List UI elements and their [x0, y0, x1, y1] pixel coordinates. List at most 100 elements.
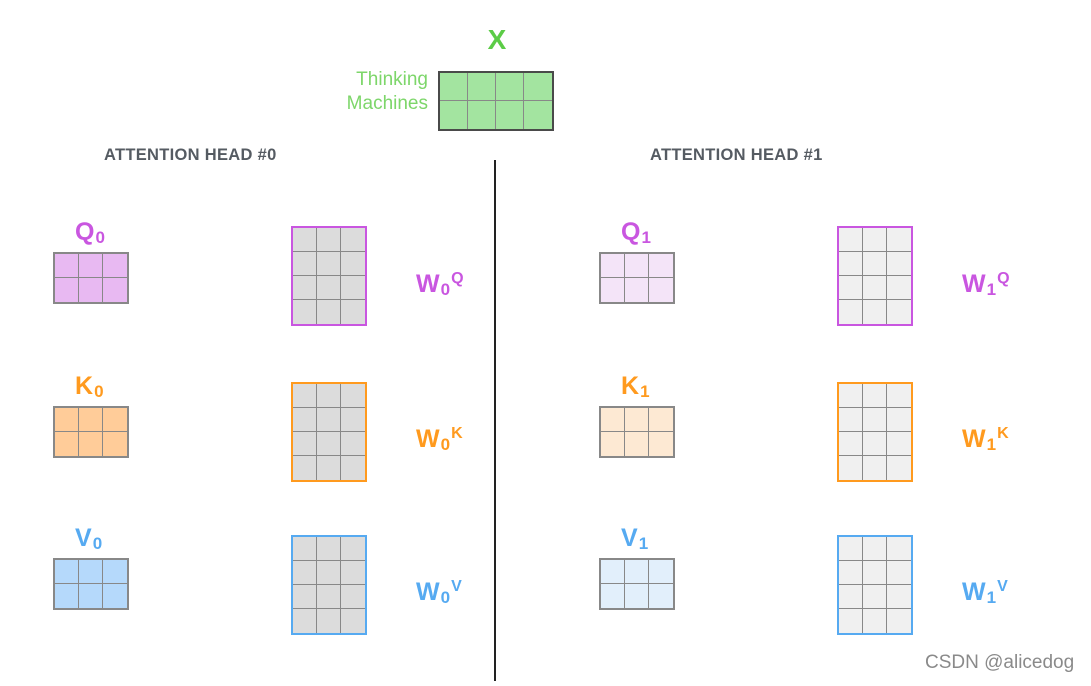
matrix-cell	[601, 254, 625, 278]
matrix-cell	[293, 252, 317, 276]
head-0-v-label-subscript: 0	[92, 534, 103, 553]
matrix-cell	[55, 278, 79, 302]
head-1-wv-label-subscript: 1	[986, 588, 997, 607]
matrix-cell	[293, 228, 317, 252]
matrix-cell	[887, 432, 911, 456]
matrix-cell	[839, 585, 863, 609]
matrix-cell	[887, 384, 911, 408]
matrix-cell	[55, 584, 79, 608]
head-0-k-matrix	[53, 406, 129, 458]
head-0-wk-label-subscript: 0	[440, 435, 451, 454]
input-word-machines: Machines	[346, 93, 428, 114]
head-1-wq-matrix	[837, 226, 913, 326]
head-1-wk-label-subscript: 1	[986, 435, 997, 454]
matrix-cell	[863, 537, 887, 561]
head-1-k-matrix	[599, 406, 675, 458]
matrix-cell	[317, 537, 341, 561]
head-0-wk-label: W0K	[416, 425, 463, 455]
watermark: CSDN @alicedog	[925, 652, 1075, 673]
matrix-cell	[887, 537, 911, 561]
matrix-cell	[293, 384, 317, 408]
matrix-cell	[839, 609, 863, 633]
matrix-cell	[496, 73, 524, 101]
input-x-label: X	[487, 24, 507, 55]
matrix-cell	[601, 408, 625, 432]
head-0-q-matrix	[53, 252, 129, 304]
head-0-wk-label-base: W	[416, 425, 440, 453]
matrix-cell	[524, 101, 552, 129]
matrix-cell	[887, 276, 911, 300]
matrix-cell	[55, 254, 79, 278]
matrix-cell	[317, 408, 341, 432]
matrix-cell	[863, 384, 887, 408]
matrix-cell	[863, 432, 887, 456]
matrix-cell	[79, 408, 103, 432]
matrix-cell	[55, 560, 79, 584]
head-0-wk-matrix	[291, 382, 367, 482]
matrix-cell	[341, 432, 365, 456]
matrix-cell	[839, 300, 863, 324]
matrix-cell	[863, 456, 887, 480]
head-0-wq-label-superscript: Q	[451, 270, 464, 287]
matrix-cell	[839, 537, 863, 561]
head-1-title: ATTENTION HEAD #1	[650, 146, 823, 164]
matrix-cell	[103, 584, 127, 608]
matrix-cell	[649, 560, 673, 584]
head-0-v-label-base: V	[75, 524, 92, 552]
matrix-cell	[863, 609, 887, 633]
head-0-wv-matrix	[291, 535, 367, 635]
head-1-q-label: Q1	[621, 218, 651, 248]
matrix-cell	[839, 252, 863, 276]
matrix-cell	[601, 584, 625, 608]
matrix-cell	[601, 560, 625, 584]
matrix-cell	[839, 456, 863, 480]
matrix-cell	[317, 561, 341, 585]
matrix-cell	[839, 408, 863, 432]
matrix-cell	[317, 585, 341, 609]
head-0-wq-label-base: W	[416, 270, 440, 298]
matrix-cell	[317, 252, 341, 276]
matrix-cell	[341, 252, 365, 276]
matrix-cell	[887, 228, 911, 252]
matrix-cell	[863, 408, 887, 432]
matrix-cell	[293, 561, 317, 585]
matrix-cell	[887, 609, 911, 633]
input-word-thinking: Thinking	[356, 69, 428, 90]
matrix-cell	[863, 252, 887, 276]
matrix-cell	[79, 584, 103, 608]
head-1-k-label-base: K	[621, 372, 640, 400]
matrix-cell	[887, 561, 911, 585]
matrix-cell	[341, 561, 365, 585]
matrix-cell	[341, 300, 365, 324]
matrix-cell	[55, 408, 79, 432]
matrix-cell	[649, 432, 673, 456]
head-1-q-matrix	[599, 252, 675, 304]
head-0-title: ATTENTION HEAD #0	[104, 146, 277, 164]
head-1-q-label-base: Q	[621, 218, 641, 246]
head-0-q-label-base: Q	[75, 218, 95, 246]
head-0-v-label: V0	[75, 524, 102, 554]
head-0-wk-label-superscript: K	[451, 425, 463, 442]
head-1-v-label-subscript: 1	[638, 534, 649, 553]
matrix-cell	[317, 609, 341, 633]
matrix-cell	[863, 561, 887, 585]
head-1-k-label-subscript: 1	[640, 382, 650, 401]
head-0-wq-matrix	[291, 226, 367, 326]
matrix-cell	[103, 408, 127, 432]
matrix-cell	[863, 585, 887, 609]
matrix-cell	[341, 585, 365, 609]
matrix-cell	[341, 456, 365, 480]
matrix-cell	[887, 456, 911, 480]
matrix-cell	[341, 276, 365, 300]
matrix-cell	[649, 408, 673, 432]
matrix-cell	[839, 228, 863, 252]
matrix-cell	[496, 101, 524, 129]
head-1-wk-label-superscript: K	[997, 425, 1009, 442]
matrix-cell	[468, 101, 496, 129]
head-0-q-label-subscript: 0	[95, 228, 105, 247]
head-1-wk-label: W1K	[962, 425, 1009, 455]
matrix-cell	[649, 584, 673, 608]
matrix-cell	[887, 300, 911, 324]
head-1-v-label: V1	[621, 524, 648, 554]
matrix-cell	[103, 560, 127, 584]
